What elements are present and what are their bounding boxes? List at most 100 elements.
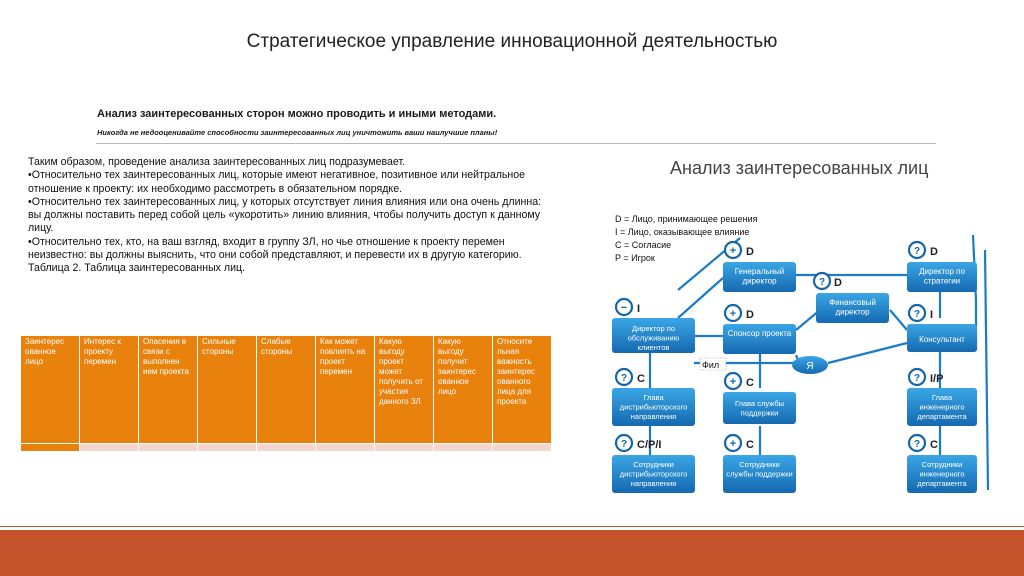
plus-icon — [723, 303, 743, 323]
svg-text:D: D — [746, 246, 754, 258]
plus-icon — [723, 433, 743, 453]
svg-text:?: ? — [914, 439, 920, 450]
node-project-sponsor: Спонсор проекта + D — [723, 303, 796, 354]
question-icon — [907, 433, 927, 453]
svg-text:D: D — [834, 277, 842, 289]
svg-text:?: ? — [819, 277, 825, 288]
table-header-row: Заинтерес ованное лицо Интерес к проекту… — [20, 335, 552, 444]
svg-text:−: − — [621, 302, 627, 314]
svg-text:?: ? — [914, 373, 920, 384]
svg-text:Консультант: Консультант — [919, 335, 965, 344]
connector-line — [827, 341, 908, 365]
legend-item: C = Согласие — [615, 240, 671, 250]
table-cell — [374, 443, 434, 452]
minus-icon — [614, 297, 634, 317]
question-icon — [812, 271, 832, 291]
table-cell — [433, 443, 493, 452]
svg-text:C: C — [746, 377, 754, 389]
table-cell — [79, 443, 139, 452]
plus-icon — [723, 371, 743, 391]
table-cell — [315, 443, 375, 452]
table-cell — [20, 443, 80, 452]
plus-icon — [723, 240, 743, 260]
section-heading: Анализ заинтересованных сторон можно про… — [97, 108, 497, 120]
svg-text:?: ? — [621, 439, 627, 450]
table-header-cell: Заинтерес ованное лицо — [20, 335, 80, 444]
table-header-cell: Относите льная важность заинтерес ованно… — [492, 335, 552, 444]
svg-text:C: C — [930, 439, 938, 451]
question-icon — [907, 367, 927, 387]
table-cell — [256, 443, 316, 452]
table-header-cell: Как может повлиять на проект перемен — [315, 335, 375, 444]
table-header-cell: Сильные стороны — [197, 335, 257, 444]
table-header-cell: Опасения в связи с выполнен ием проекта — [138, 335, 198, 444]
legend-item: D = Лицо, принимающее решения — [615, 214, 758, 224]
svg-text:+: + — [730, 438, 736, 450]
svg-text:?: ? — [621, 373, 627, 384]
table-header-cell: Слабые стороны — [256, 335, 316, 444]
svg-text:+: + — [730, 245, 736, 257]
question-icon — [907, 303, 927, 323]
connector-line — [889, 309, 908, 331]
footer-bar — [0, 530, 1024, 576]
svg-text:I: I — [637, 303, 640, 315]
svg-text:Фил: Фил — [702, 360, 719, 370]
svg-text:D: D — [746, 309, 754, 321]
question-icon — [614, 367, 634, 387]
connector-line — [677, 277, 724, 319]
bullet-3: •Относительно тех, кто, на ваш взгляд, в… — [28, 235, 522, 262]
table-caption: Таблица 2. Таблица заинтересованных лиц. — [28, 262, 246, 275]
connector-line — [983, 249, 990, 491]
stakeholder-diagram: D = Лицо, принимающее решения I = Лицо, … — [612, 214, 990, 493]
stakeholder-table: Заинтерес ованное лицо Интерес к проекту… — [20, 335, 552, 452]
fil-label: Фил — [699, 357, 727, 371]
intro-text: Таким образом, проведение анализа заинте… — [28, 156, 406, 168]
diagram-legend: D = Лицо, принимающее решения I = Лицо, … — [615, 214, 758, 263]
svg-text:C: C — [637, 373, 645, 385]
section-subheading: Никогда не недооценивайте способности за… — [97, 128, 498, 137]
legend-item: I = Лицо, оказывающее влияние — [615, 227, 749, 237]
svg-text:Я: Я — [806, 361, 813, 372]
svg-text:I/P: I/P — [930, 373, 943, 385]
table-row — [20, 443, 552, 452]
svg-text:+: + — [730, 376, 736, 388]
table-header-cell: Какую выгоду проект может получить от уч… — [374, 335, 434, 444]
table-header-cell: Какую выгоду получит заинтерес ованное л… — [433, 335, 493, 444]
question-icon — [614, 433, 634, 453]
svg-text:?: ? — [914, 246, 920, 257]
table-cell — [492, 443, 552, 452]
svg-text:+: + — [730, 308, 736, 320]
bullet-1: •Относительно тех заинтересованных лиц, … — [28, 169, 526, 195]
footer-line — [0, 526, 1024, 527]
node-me: Я — [792, 356, 828, 374]
svg-text:I: I — [930, 309, 933, 321]
svg-text:C: C — [746, 439, 754, 451]
table-cell — [138, 443, 198, 452]
diagram-title: Анализ заинтересованных лиц — [670, 158, 929, 178]
question-icon — [907, 240, 927, 260]
node-consultant: Консультант ? I — [907, 303, 977, 352]
page-title: Стратегическое управление инновационной … — [246, 31, 778, 52]
bullet-2: •Относительно тех заинтересованных лиц, … — [28, 195, 542, 235]
table-header-cell: Интерес к проекту перемен — [79, 335, 139, 444]
